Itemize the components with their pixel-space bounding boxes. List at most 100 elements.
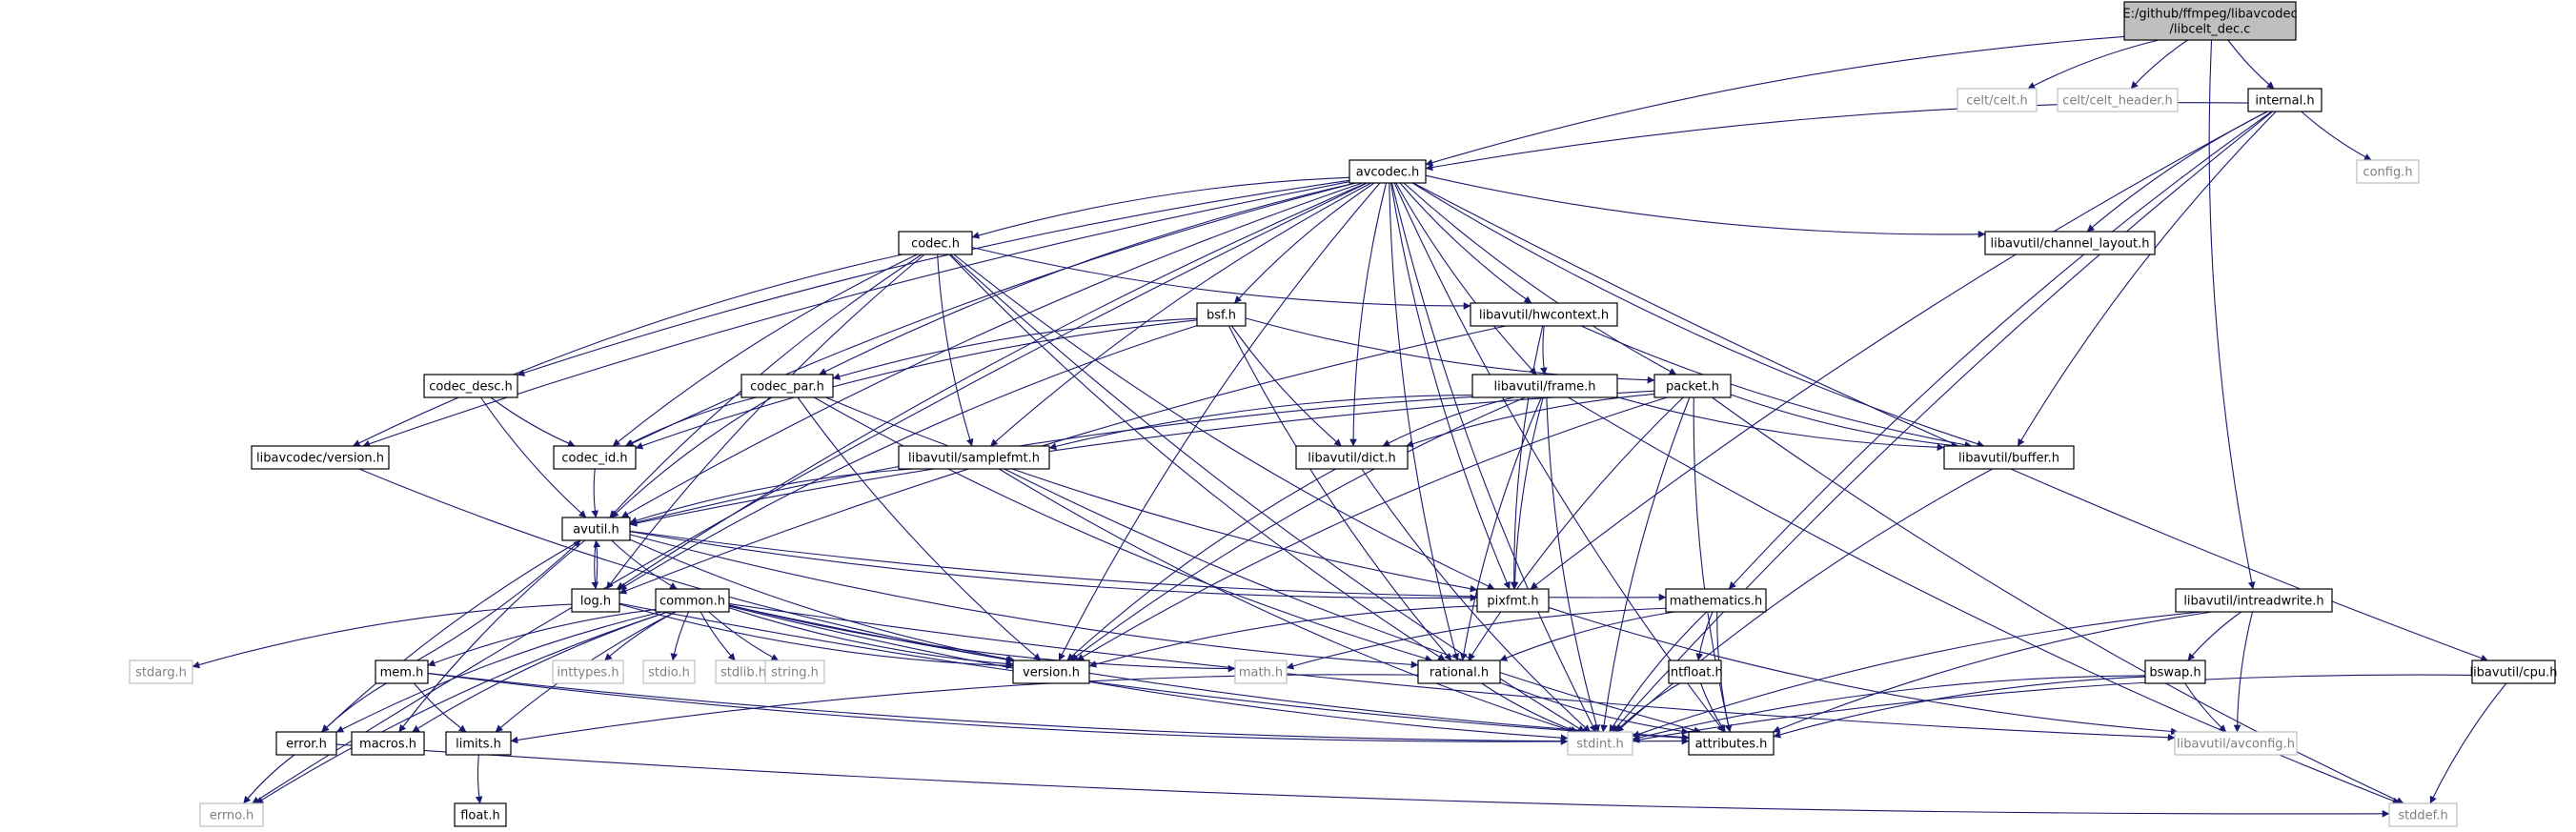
node-errno: errno.h bbox=[199, 802, 264, 827]
node-label: libavutil/cpu.h bbox=[2469, 666, 2557, 680]
edge-mathematics-to-intfloat bbox=[1695, 611, 1714, 661]
node-macros[interactable]: macros.h bbox=[351, 731, 425, 756]
edge-frame-to-version bbox=[1070, 396, 1526, 661]
node-label: inttypes.h bbox=[557, 666, 619, 680]
node-label: libavutil/buffer.h bbox=[1958, 452, 2059, 466]
edge-avutil-to-mathematics bbox=[629, 530, 1667, 601]
edge-avutil-to-log bbox=[591, 539, 599, 590]
node-frame[interactable]: libavutil/frame.h bbox=[1471, 374, 1618, 398]
edge-buffer-to-stdint bbox=[1615, 468, 1994, 733]
edge-avcodec-to-codec bbox=[971, 176, 1350, 239]
node-box bbox=[2057, 88, 2179, 112]
node-box bbox=[1943, 445, 2075, 470]
edge-avutil-to-macros bbox=[398, 539, 586, 733]
edge-common-to-math bbox=[728, 604, 1236, 673]
edge-samplefmt-to-stdint bbox=[998, 468, 1576, 734]
edge-codec-to-pixfmt bbox=[953, 254, 1495, 590]
edge-avcodec-to-avutil bbox=[620, 182, 1363, 518]
node-box bbox=[1234, 660, 1288, 684]
edge-packet-to-avutil bbox=[629, 390, 1655, 527]
node-hwcontext[interactable]: libavutil/hwcontext.h bbox=[1470, 302, 1618, 327]
node-label: codec_desc.h bbox=[429, 380, 513, 395]
node-buffer[interactable]: libavutil/buffer.h bbox=[1943, 445, 2075, 470]
node-label: libavutil/avconfig.h bbox=[2177, 738, 2295, 752]
node-label: packet.h bbox=[1666, 380, 1719, 395]
node-samplefmt[interactable]: libavutil/samplefmt.h bbox=[898, 445, 1050, 470]
node-internal[interactable]: internal.h bbox=[2247, 88, 2322, 112]
edge-codec-to-samplefmt bbox=[937, 254, 974, 447]
node-error[interactable]: error.h bbox=[275, 731, 337, 756]
edge-dict-to-version bbox=[1066, 468, 1336, 661]
edge-bswap-to-avconfig bbox=[2184, 682, 2227, 733]
node-codec-id[interactable]: codec_id.h bbox=[553, 445, 637, 470]
edge-mathematics-to-stdint bbox=[1609, 611, 1708, 733]
edge-bsf-to-dict bbox=[1231, 325, 1342, 447]
edge-mem-to-limits bbox=[413, 682, 467, 733]
node-box bbox=[898, 231, 973, 255]
node-box bbox=[1012, 660, 1090, 684]
node-intreadwrite[interactable]: libavutil/intreadwrite.h bbox=[2175, 588, 2333, 613]
node-math: math.h bbox=[1234, 660, 1288, 684]
node-packet[interactable]: packet.h bbox=[1653, 374, 1732, 398]
node-label: rational.h bbox=[1430, 666, 1489, 680]
node-label: libavutil/hwcontext.h bbox=[1479, 309, 1609, 323]
edge-common-to-string bbox=[708, 611, 780, 661]
node-mathematics[interactable]: mathematics.h bbox=[1665, 588, 1767, 613]
edge-internal-to-mathematics bbox=[1728, 111, 2273, 590]
node-stdio: stdio.h bbox=[642, 660, 696, 684]
node-label: avcodec.h bbox=[1356, 166, 1420, 180]
edge-avcodec-to-codec_id bbox=[625, 182, 1356, 447]
node-cpu[interactable]: libavutil/cpu.h bbox=[2469, 660, 2558, 684]
edge-common-to-avconfig bbox=[728, 603, 2176, 741]
edge-codec_par-to-rational bbox=[813, 396, 1433, 662]
node-attributes[interactable]: attributes.h bbox=[1688, 731, 1775, 756]
edge-internal-to-channel_layout bbox=[2086, 111, 2268, 233]
node-label: stdlib.h bbox=[720, 666, 766, 680]
node-label: intfloat.h bbox=[1667, 666, 1723, 680]
node-mem[interactable]: mem.h bbox=[375, 660, 429, 684]
node-avcodec[interactable]: avcodec.h bbox=[1349, 159, 1427, 184]
node-label: avutil.h bbox=[573, 523, 619, 538]
edge-codec-to-rational bbox=[948, 254, 1446, 661]
node-avutil[interactable]: avutil.h bbox=[561, 517, 631, 541]
node-label: libavcodec/version.h bbox=[256, 452, 384, 466]
node-pixfmt[interactable]: pixfmt.h bbox=[1476, 588, 1550, 613]
node-box bbox=[1470, 302, 1618, 327]
node-rational[interactable]: rational.h bbox=[1417, 660, 1501, 684]
edge-hwcontext-to-pixfmt bbox=[1510, 325, 1544, 590]
edge-avutil-to-rational bbox=[629, 534, 1419, 669]
edge-bsf-to-codec_id bbox=[635, 319, 1198, 450]
edge-codec-to-codec_id bbox=[612, 254, 918, 447]
node-codec[interactable]: codec.h bbox=[898, 231, 973, 255]
node-codec-desc[interactable]: codec_desc.h bbox=[423, 374, 518, 398]
node-box bbox=[1688, 731, 1775, 756]
node-codec-par[interactable]: codec_par.h bbox=[740, 374, 834, 398]
edge-error-to-errno bbox=[243, 754, 295, 804]
node-log[interactable]: log.h bbox=[571, 588, 620, 613]
edge-bsf-to-log bbox=[619, 325, 1198, 591]
node-limits[interactable]: limits.h bbox=[445, 731, 512, 756]
node-box bbox=[553, 445, 637, 470]
node-string: string.h bbox=[764, 660, 825, 684]
node-box bbox=[2174, 731, 2298, 756]
node-channel-layout[interactable]: libavutil/channel_layout.h bbox=[1984, 231, 2156, 255]
edge-common-to-macros bbox=[412, 611, 669, 733]
edge-internal-to-avcodec bbox=[1425, 102, 2249, 172]
node-box bbox=[445, 731, 512, 756]
node-box bbox=[552, 660, 624, 684]
edge-codec_desc-to-avutil bbox=[480, 396, 587, 518]
node-root[interactable]: E:/github/ffmpeg/libavcodec/libcelt_dec.… bbox=[2122, 1, 2298, 41]
edge-pixfmt-to-version bbox=[1088, 605, 1478, 668]
node-bswap[interactable]: bswap.h bbox=[2144, 660, 2206, 684]
node-dict[interactable]: libavutil/dict.h bbox=[1295, 445, 1409, 470]
node-stdarg: stdarg.h bbox=[129, 660, 193, 684]
node-box bbox=[1349, 159, 1427, 184]
node-label: codec_par.h bbox=[750, 380, 824, 395]
node-intfloat[interactable]: intfloat.h bbox=[1667, 660, 1723, 684]
node-lavc-version[interactable]: libavcodec/version.h bbox=[251, 445, 390, 470]
node-version[interactable]: version.h bbox=[1012, 660, 1090, 684]
node-bsf[interactable]: bsf.h bbox=[1196, 302, 1247, 327]
node-float[interactable]: float.h bbox=[454, 802, 507, 827]
node-common[interactable]: common.h bbox=[655, 588, 730, 613]
